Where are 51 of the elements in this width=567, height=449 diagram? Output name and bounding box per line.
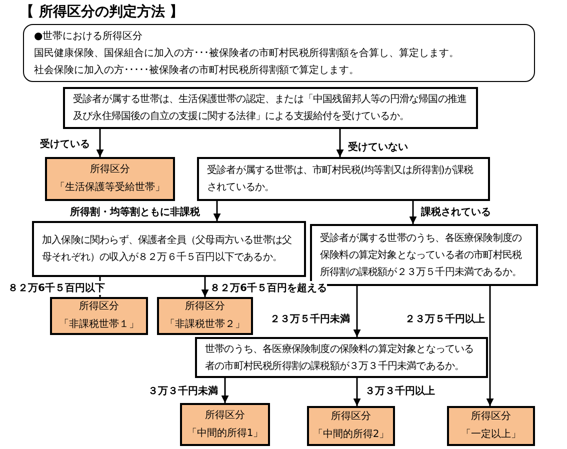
edge-label: ８２万6千５百円以下 — [8, 281, 105, 295]
question-text: 受診者が属する世帯は、生活保護世帯の認定、または「中国残留邦人等の円滑な帰国の推進及び永住帰国後の自立の支援に関する法律」による支援給付を受けているか。 — [73, 92, 468, 124]
question-box — [63, 87, 478, 129]
result-text: 「中間的所得2」 — [312, 428, 390, 442]
arrow — [221, 378, 229, 403]
question-box — [195, 337, 488, 378]
result-box — [45, 157, 175, 201]
result-text: 「非課税世帯１」 — [59, 318, 139, 332]
result-text: 所得区分 — [79, 300, 119, 314]
arrow — [213, 201, 221, 221]
result-text: 「中間的所得1」 — [186, 426, 264, 440]
result-box — [157, 297, 253, 335]
result-box — [50, 297, 148, 335]
title: 【 所得区分の判定方法 】 — [20, 3, 184, 21]
edge-label: ２３万５千円未満 — [270, 312, 350, 326]
info-text: 国民健康保険、国保組合に加入の方･･･被保険者の市町村民税所得割額を合算し、算定します。 — [34, 46, 459, 60]
arrow — [353, 286, 361, 337]
arrow — [201, 277, 209, 297]
question-text: 受診者が属する世帯は、市町村民税(均等割又は所得割)が課税されているか。 — [207, 164, 474, 195]
arrow — [353, 378, 361, 406]
info-heading: ●世帯における所得区分 — [34, 30, 143, 44]
result-box — [307, 406, 395, 446]
arrow — [486, 286, 494, 406]
question-text: 世帯のうち、各医療保険制度の保険料の算定対象となっている者の市町村民税所得割の課税額が３万３千円未満であるか。 — [205, 342, 475, 374]
result-text: 「非課税世帯２」 — [165, 318, 245, 332]
edge-label: ２３万５千円以上 — [405, 312, 485, 326]
result-box — [447, 406, 535, 446]
arrow — [409, 201, 417, 224]
arrow — [336, 129, 344, 157]
result-box — [180, 403, 270, 446]
result-text: 所得区分 — [205, 408, 245, 422]
question-text: 受診者が属する世帯のうち、各医療保険制度の保険料の算定対象となっている者の市町村民税所得割の課税額が２３万５千円未満であるか。 — [320, 232, 523, 280]
result-text: 所得区分 — [331, 410, 371, 424]
question-text: 加入保険に関わらず、保護者全員（父母両方いる世帯は父母それぞれ）の収入が８２万６千５百円以下であるか。 — [42, 234, 293, 265]
edge-label: ３万３千円以上 — [365, 384, 435, 398]
result-text: 所得区分 — [471, 410, 511, 424]
result-text: 「一定以上」 — [461, 428, 521, 442]
result-text: 所得区分 — [185, 300, 225, 314]
edge-label: ８２万6千５百円を超える — [210, 281, 327, 295]
info-text: 社会保険に加入の方･････被保険者の市町村民税所得割額で算定します。 — [34, 64, 359, 78]
question-box — [197, 157, 490, 201]
arrow — [96, 129, 104, 157]
edge-label: 受けている — [40, 137, 90, 151]
info-box — [23, 24, 535, 82]
edge-label: 受けていない — [348, 140, 408, 154]
question-box — [32, 221, 306, 277]
edge-label: 所得割・均等割ともに非課税 — [70, 205, 200, 219]
result-text: 所得区分 — [90, 162, 130, 177]
result-text: 「生活保護等受給世帯」 — [55, 180, 165, 195]
edge-label: 課税されている — [421, 205, 491, 219]
edge-label: ３万３千円未満 — [148, 384, 218, 398]
